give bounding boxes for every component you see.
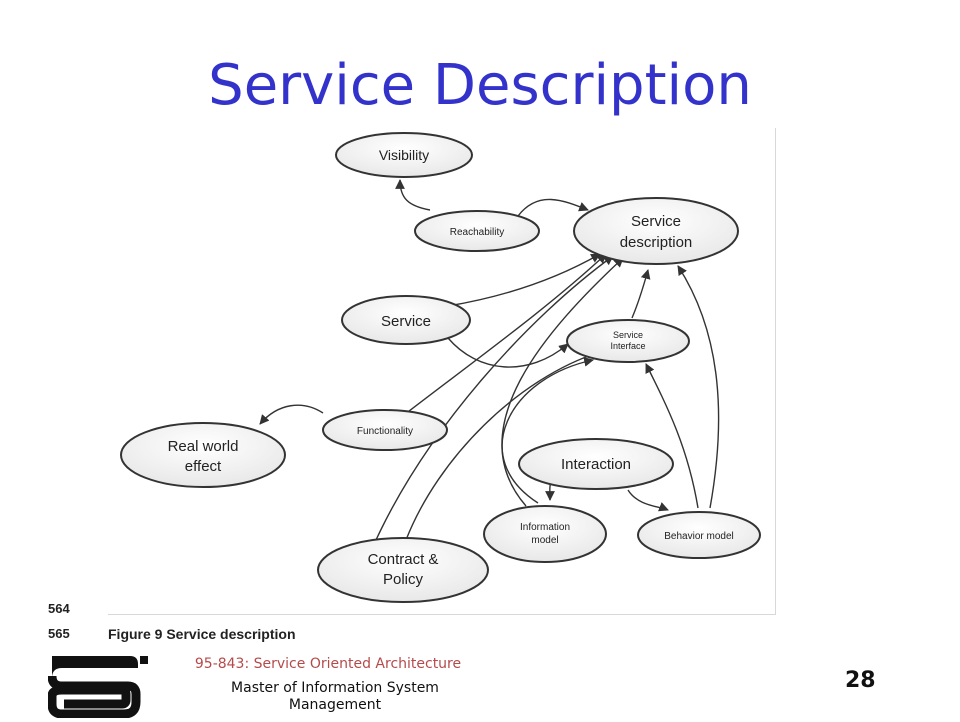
- node-functionality: [322, 409, 448, 451]
- edge-functionality-real-world-effect: [259, 404, 324, 425]
- label-visibility: Visibility: [379, 147, 429, 163]
- diagram-edges: [259, 179, 720, 541]
- edge-reachability-visibility: [395, 179, 431, 211]
- node-visibility: [335, 132, 473, 178]
- label-interaction: Interaction: [561, 456, 631, 473]
- label-information-model-line2: model: [531, 535, 558, 546]
- edge-information-model-service-interface: [501, 357, 594, 504]
- edge-contract-service-interface: [405, 350, 601, 541]
- edge-contract-service-description: [375, 255, 614, 541]
- node-service-interface: [566, 319, 690, 363]
- label-behavior-model: Behavior model: [664, 531, 733, 542]
- edge-functionality-service-description: [399, 253, 607, 419]
- node-behavior-model: [637, 511, 761, 559]
- page-number: 28: [845, 668, 876, 693]
- line-number-564: 564: [48, 601, 70, 616]
- figure-caption: Figure 9 Service description: [108, 626, 296, 642]
- edge-service-interface-service-description: [631, 269, 651, 319]
- node-real-world-effect: [120, 422, 286, 488]
- edge-interaction-behavior-model: [627, 489, 669, 512]
- node-service-description: [573, 197, 739, 265]
- label-information-model-line1: Information: [520, 522, 570, 533]
- label-real-world-effect-line2: effect: [185, 458, 222, 475]
- service-description-figure: Visibility Reachability Service descript…: [108, 128, 776, 615]
- edge-behavior-model-service-description: [677, 265, 720, 509]
- edge-behavior-model-service-interface: [645, 363, 699, 509]
- node-service: [341, 295, 471, 345]
- label-reachability: Reachability: [450, 227, 504, 238]
- label-contract-policy-line2: Policy: [383, 571, 424, 588]
- label-real-world-effect-line1: Real world: [168, 438, 239, 455]
- node-contract-policy: [317, 537, 489, 603]
- line-number-565: 565: [48, 626, 70, 641]
- program-name: Master of Information System Management: [231, 680, 439, 713]
- label-service-interface-line1: Service: [613, 330, 643, 340]
- node-information-model: [483, 505, 607, 563]
- edge-service-service-description: [447, 253, 601, 307]
- service-description-diagram: Visibility Reachability Service descript…: [120, 132, 761, 603]
- cmu-logo-icon: [47, 652, 152, 722]
- course-name: 95-843: Service Oriented Architecture: [194, 656, 462, 672]
- label-functionality: Functionality: [357, 426, 413, 437]
- label-service: Service: [381, 313, 431, 330]
- edge-information-model-service-description: [501, 257, 624, 507]
- label-service-interface-line2: Interface: [610, 341, 645, 351]
- edge-reachability-service-description: [517, 198, 589, 217]
- label-contract-policy-line1: Contract &: [368, 551, 439, 568]
- slide-title: Service Description: [208, 53, 752, 118]
- node-interaction: [518, 438, 674, 490]
- node-reachability: [414, 210, 540, 252]
- edge-service-service-interface: [447, 337, 569, 368]
- label-service-description-line2: description: [620, 234, 693, 251]
- label-service-description-line1: Service: [631, 213, 681, 230]
